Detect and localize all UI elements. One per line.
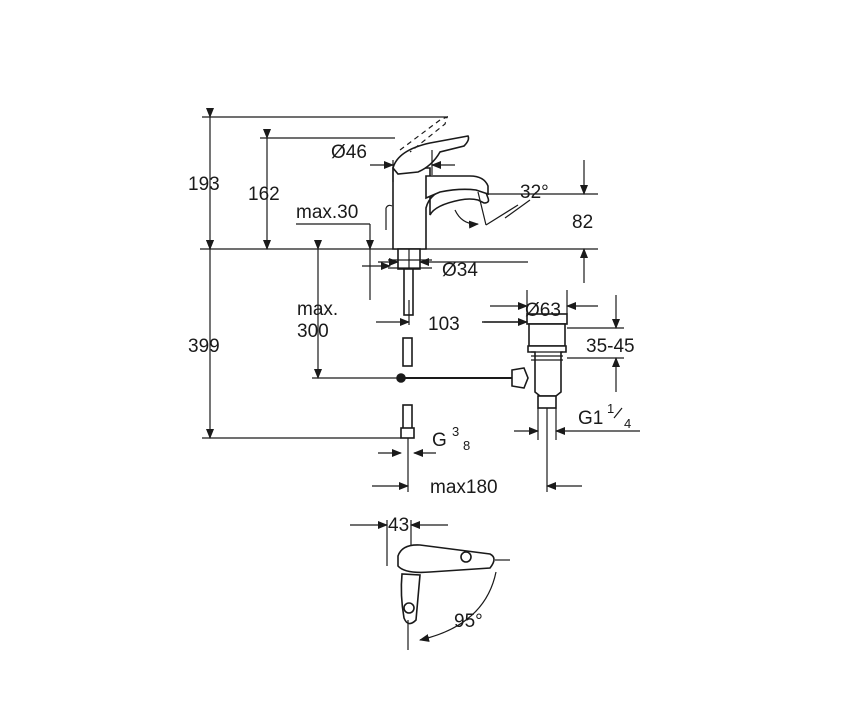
top-view-lever-dot — [460, 551, 472, 563]
dim-d46: Ø46 — [331, 142, 455, 182]
dim-max300-label-2: 300 — [297, 321, 329, 342]
dim-82: 82 — [488, 160, 598, 283]
faucet-top-view: 43 95° — [350, 515, 510, 650]
angle-95-arc — [419, 571, 497, 642]
waste-fitting — [511, 313, 568, 409]
dim-35-45: 35-45 — [567, 295, 635, 392]
dim-max180-label: max180 — [430, 477, 498, 498]
dim-d63-label: Ø63 — [525, 300, 561, 321]
dim-g1-label: G1 — [578, 408, 603, 429]
supply-tube-middle — [402, 337, 413, 367]
dim-angle-32: 32° — [454, 182, 549, 229]
waste-tail — [537, 395, 557, 409]
waste-body — [527, 345, 567, 397]
dim-max300: max. 300 — [297, 240, 401, 379]
dim-103-label: 103 — [428, 314, 460, 335]
linkage-clip — [511, 367, 529, 389]
dim-193-label: 193 — [188, 174, 220, 195]
supply-connector — [400, 427, 415, 439]
dim-g1-den: 4 — [624, 416, 631, 431]
top-view-lever — [397, 544, 495, 574]
dim-193: 193 — [188, 108, 448, 250]
dim-399-label: 399 — [188, 336, 220, 357]
dim-g-three-eighths: G 3 8 — [378, 424, 470, 457]
dim-d63: Ø63 — [490, 290, 598, 321]
dim-g38-den: 8 — [463, 438, 470, 453]
dim-max30-label: max.30 — [296, 202, 358, 223]
dim-g38-num: 3 — [452, 424, 459, 439]
faucet-lever — [392, 135, 470, 175]
top-view-lever-rotated — [400, 573, 421, 625]
dim-max30: max.30 — [296, 202, 391, 300]
dim-d34-label: Ø34 — [442, 260, 478, 281]
dim-399: 399 — [188, 240, 401, 439]
spout — [425, 175, 489, 200]
dim-angle-32-label: 32° — [520, 182, 549, 203]
dim-162-label: 162 — [248, 184, 280, 205]
dim-g1-num: 1 — [607, 401, 614, 416]
dim-g38-label: G — [432, 430, 447, 451]
dim-d34: Ø34 — [378, 258, 528, 281]
dim-162: 162 — [248, 129, 395, 250]
dim-max180: max180 — [372, 408, 582, 498]
dim-g1-quarter: G1 1 4 — [514, 401, 640, 440]
dim-max300-label-1: max. — [297, 299, 338, 320]
top-view-lever-rotated-dot — [403, 602, 415, 614]
waste-upper — [528, 323, 566, 347]
dim-103: 103 — [376, 300, 528, 335]
dim-43-label: 43 — [388, 515, 409, 536]
popup-rod-tip — [385, 204, 393, 209]
dim-82-label: 82 — [572, 212, 593, 233]
angle-95-label: 95° — [454, 611, 483, 632]
dim-35-45-label: 35-45 — [586, 336, 635, 357]
dim-d46-label: Ø46 — [331, 142, 367, 163]
